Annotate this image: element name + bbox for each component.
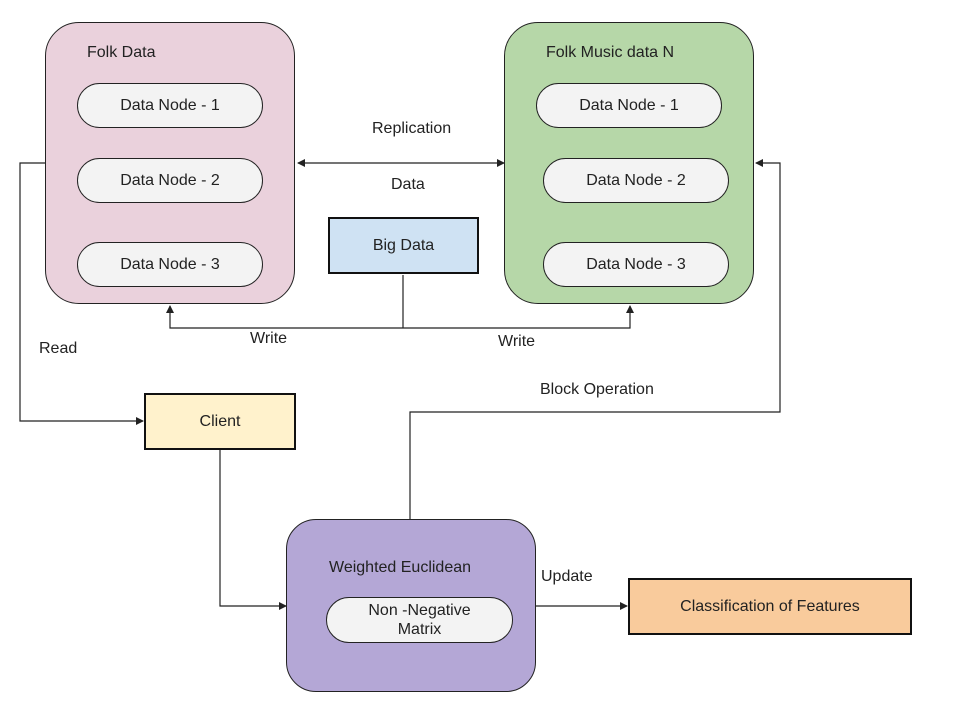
write-left-arrow <box>166 305 403 329</box>
write-right-arrow <box>403 305 634 329</box>
folk-music-title: Folk Music data N <box>546 44 675 61</box>
data-label: Data <box>391 176 425 193</box>
replication-label: Replication <box>372 120 452 137</box>
client-to-weighted-arrow <box>219 450 287 610</box>
folk-music-node-1: Data Node - 1 <box>536 83 722 128</box>
client-box: Client <box>144 393 296 450</box>
weighted-euclidean-title: Weighted Euclidean <box>329 559 472 576</box>
block-operation-label: Block Operation <box>540 381 654 398</box>
block-operation-arrow <box>409 159 781 519</box>
folk-data-node-1: Data Node - 1 <box>77 83 263 128</box>
write-left-label: Write <box>250 330 288 347</box>
folk-music-node-3: Data Node - 3 <box>543 242 729 287</box>
non-negative-matrix-node: Non -Negative Matrix <box>326 597 513 643</box>
classification-box: Classification of Features <box>628 578 912 635</box>
folk-data-node-3: Data Node - 3 <box>77 242 263 287</box>
read-label: Read <box>39 340 78 357</box>
folk-data-title: Folk Data <box>87 44 156 61</box>
folk-music-node-2: Data Node - 2 <box>543 158 729 203</box>
update-label: Update <box>541 568 593 585</box>
big-data-box: Big Data <box>328 217 479 274</box>
folk-data-node-2: Data Node - 2 <box>77 158 263 203</box>
write-right-label: Write <box>498 333 536 350</box>
read-arrow <box>19 162 144 425</box>
